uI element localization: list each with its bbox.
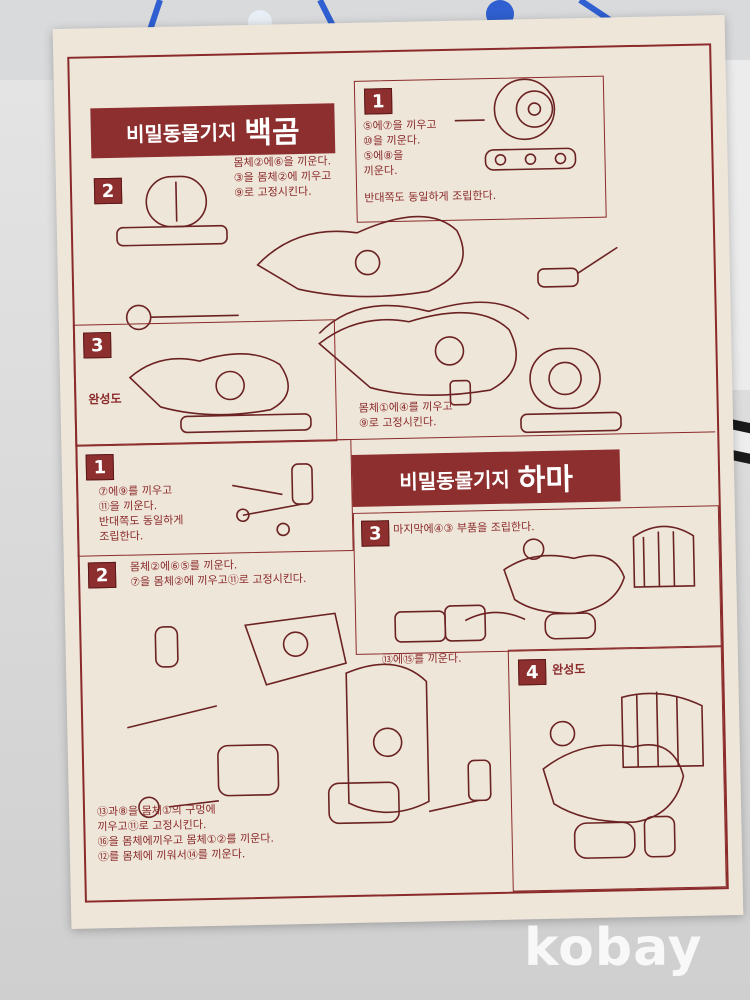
hama-step2-illustration: [127, 604, 492, 825]
hama-complete-illustration: [542, 691, 705, 859]
hama-step3-illustration: [464, 525, 696, 640]
hama-step2-bottom-note: ⑬과⑧을 몸체①의 구멍에 끼우고⑪로 고정시킨다. ⑯을 몸체에끼우고 몸체①…: [96, 802, 275, 864]
hama-complete-label: 완성도: [552, 662, 586, 677]
baekgom-step1-number: 1: [363, 88, 393, 115]
baekgom-complete-illustration: [128, 353, 312, 434]
baekgom-title-small: 비밀동물기지: [125, 119, 237, 147]
baekgom-body-note: 몸체①에④를 끼우고 ⑨로 고정시킨다.: [358, 399, 453, 430]
baekgom-step3-number: 3: [83, 331, 112, 359]
hama-title-big: 하마: [517, 462, 574, 499]
baekgom-complete-label: 완성도: [88, 391, 122, 407]
baekgom-step2-illustration: [116, 175, 618, 335]
kobay-watermark: kobay: [524, 918, 703, 978]
hama-step2-mid-note: ⑬에⑮를 끼운다.: [381, 651, 462, 667]
hama-title-small: 비밀동물기지: [399, 467, 511, 494]
baekgom-body-illustration: [318, 311, 622, 434]
hama-title: 비밀동물기지 하마: [351, 449, 621, 507]
hama-step1-illustration: [232, 463, 314, 537]
hama-step3-number: 3: [361, 520, 390, 547]
baekgom-title: 비밀동물기지 백곰: [90, 103, 336, 159]
baekgom-title-big: 백곰: [244, 114, 301, 152]
hama-step1-number: 1: [85, 453, 115, 481]
baekgom-step1-illustration: [454, 78, 577, 171]
hama-step1-text: ⑦에⑨를 끼우고 ⑪을 끼운다. 반대쪽도 동일하게 조립한다.: [98, 483, 184, 544]
instruction-sheet: 비밀동물기지 백곰 1 ⑤에⑦을 끼우고 ⑩을 끼운다. ⑤에⑧을 끼운다. 반…: [52, 15, 744, 929]
hama-step2-number: 2: [87, 561, 117, 589]
hama-step4-number: 4: [517, 658, 547, 686]
